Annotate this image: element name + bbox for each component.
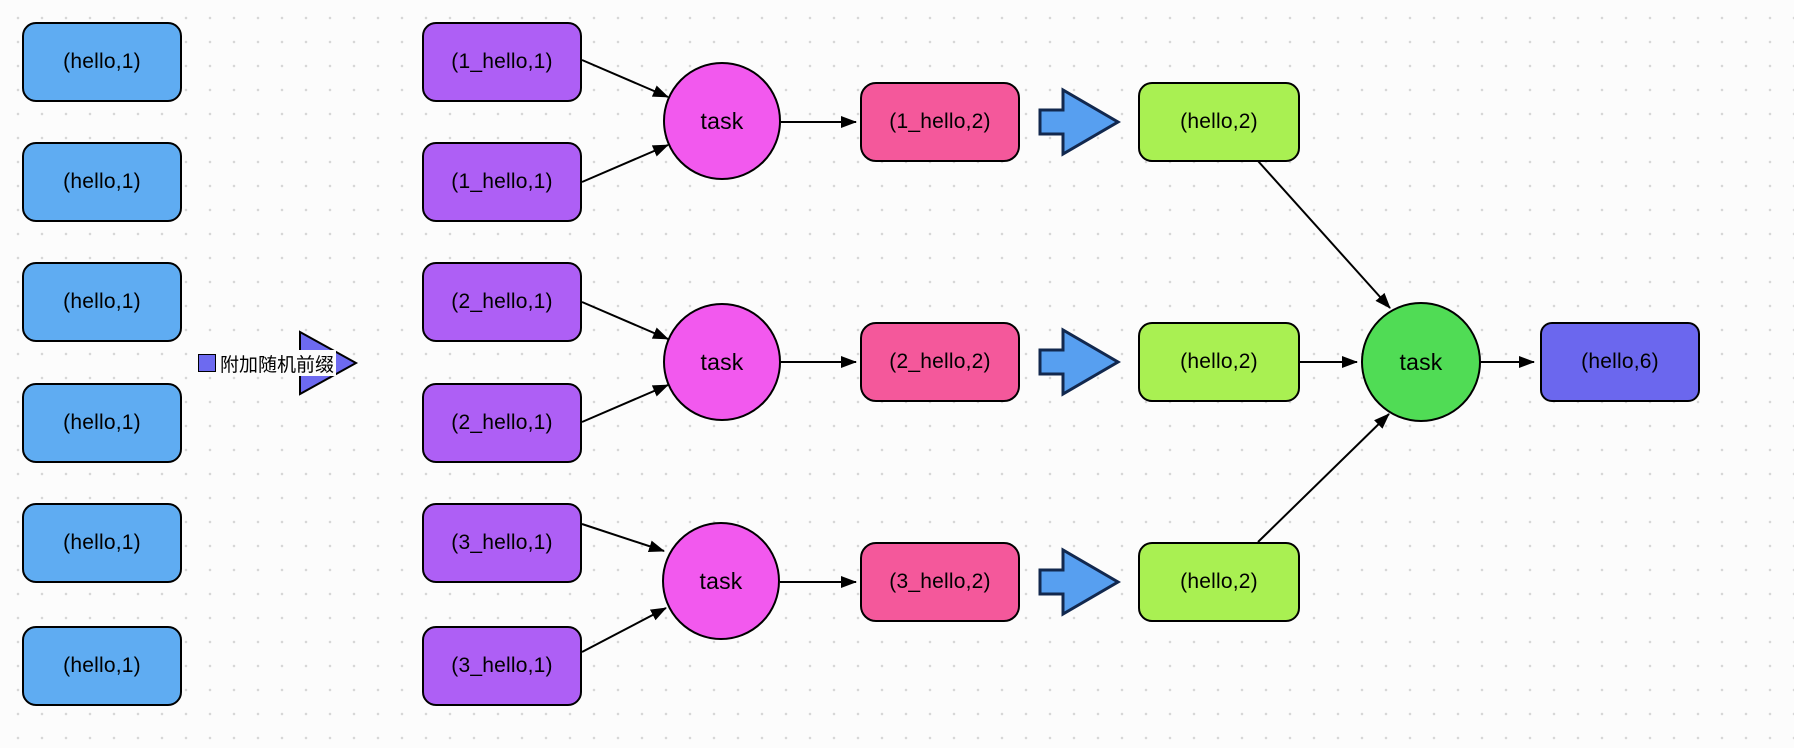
prefixed-node: (3_hello,1) <box>422 626 582 706</box>
deprefixed-node: (hello,2) <box>1138 322 1300 402</box>
prefixed-node: (3_hello,1) <box>422 503 582 583</box>
prefixed-node: (1_hello,1) <box>422 22 582 102</box>
prefixed-node: (1_hello,1) <box>422 142 582 222</box>
input-node: (hello,1) <box>22 383 182 463</box>
connector-prefixed4-to-task2 <box>581 384 669 423</box>
input-node: (hello,1) <box>22 142 182 222</box>
shuffle-block-arrow-icon <box>1038 327 1121 397</box>
shuffle-block-arrow-icon <box>1038 547 1121 617</box>
result-node: (hello,6) <box>1540 322 1700 402</box>
input-node: (hello,1) <box>22 626 182 706</box>
input-node: (hello,1) <box>22 262 182 342</box>
prefix-step-text: 附加随机前缀 <box>220 354 335 376</box>
prefix-step-label: 附加随机前缀 <box>196 350 337 376</box>
partial-count-node: (3_hello,2) <box>860 542 1020 622</box>
prefixed-node: (2_hello,1) <box>422 262 582 342</box>
partial-count-node: (2_hello,2) <box>860 322 1020 402</box>
stage1-task-circle: task <box>663 62 781 180</box>
connector-prefixed2-to-task1 <box>581 144 669 183</box>
input-node: (hello,1) <box>22 503 182 583</box>
stage1-task-circle: task <box>663 303 781 421</box>
connector-prefixed5-to-task3 <box>581 523 665 553</box>
connector-prefixed1-to-task1 <box>581 59 669 98</box>
prefix-square-icon <box>198 354 216 372</box>
connector-deprefixed1-to-task4 <box>1257 160 1391 309</box>
stage1-task-circle: task <box>662 522 780 640</box>
input-node: (hello,1) <box>22 22 182 102</box>
connector-prefixed6-to-task3 <box>581 607 667 653</box>
connector-prefixed3-to-task2 <box>581 301 669 340</box>
prefixed-node: (2_hello,1) <box>422 383 582 463</box>
deprefixed-node: (hello,2) <box>1138 542 1300 622</box>
shuffle-block-arrow-icon <box>1038 87 1121 157</box>
deprefixed-node: (hello,2) <box>1138 82 1300 162</box>
connector-deprefixed3-to-task4 <box>1257 413 1390 543</box>
stage2-task-circle: task <box>1361 302 1481 422</box>
partial-count-node: (1_hello,2) <box>860 82 1020 162</box>
